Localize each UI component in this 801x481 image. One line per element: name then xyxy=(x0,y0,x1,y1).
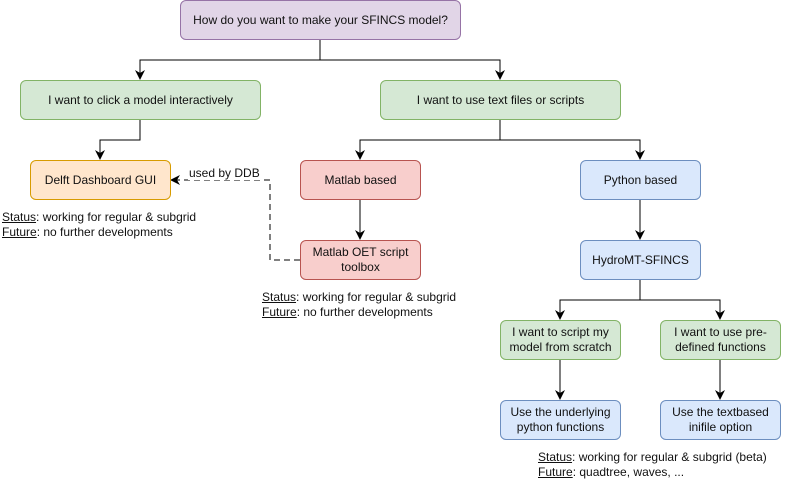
edge-root-to-text xyxy=(320,59,505,80)
status-value: : working for regular & subgrid xyxy=(296,290,457,304)
node-root: How do you want to make your SFINCS mode… xyxy=(180,0,461,40)
edge-text-to-python xyxy=(500,139,645,160)
status-key: Status xyxy=(262,290,297,304)
node-matlab-based: Matlab based xyxy=(300,160,421,200)
node-python-based: Python based xyxy=(580,160,701,200)
note-ddb-status: Status: working for regular & subgrid Fu… xyxy=(2,210,196,240)
edge-hydromt-to-predef xyxy=(640,299,725,320)
status-key: Status xyxy=(538,450,573,464)
status-key: Status xyxy=(2,210,37,224)
future-key: Future xyxy=(2,225,37,239)
status-value: : working for regular & subgrid (beta) xyxy=(572,450,767,464)
edge-click-to-ddb xyxy=(95,120,141,160)
node-delft-dashboard-gui: Delft Dashboard GUI xyxy=(30,160,171,200)
node-script-from-scratch: I want to script my model from scratch xyxy=(500,320,621,360)
note-oet-status: Status: working for regular & subgrid Fu… xyxy=(262,290,456,320)
edge-text-to-matlab xyxy=(355,120,501,160)
future-key: Future xyxy=(262,305,297,319)
future-value: : no further developments xyxy=(36,225,173,239)
node-predefined-functions: I want to use pre-defined functions xyxy=(660,320,781,360)
node-text-files-scripts: I want to use text files or scripts xyxy=(380,80,621,120)
future-key: Future xyxy=(538,465,573,479)
edge-hydromt-to-script xyxy=(555,280,641,320)
node-underlying-python-functions: Use the underlying python functions xyxy=(500,400,621,440)
node-textbased-inifile: Use the textbased inifile option xyxy=(660,400,781,440)
future-value: : no further developments xyxy=(296,305,433,319)
edge-root-to-click xyxy=(135,40,321,80)
edge-label-used-by-ddb: used by DDB xyxy=(188,166,261,180)
future-value: : quadtree, waves, ... xyxy=(572,465,685,479)
node-hydromt-sfincs: HydroMT-SFINCS xyxy=(580,240,701,280)
status-value: : working for regular & subgrid xyxy=(36,210,197,224)
note-hydromt-status: Status: working for regular & subgrid (b… xyxy=(538,450,767,480)
node-matlab-oet-toolbox: Matlab OET script toolbox xyxy=(300,240,421,280)
edge-oet-to-ddb-dashed xyxy=(170,175,300,261)
node-click-interactively: I want to click a model interactively xyxy=(20,80,261,120)
